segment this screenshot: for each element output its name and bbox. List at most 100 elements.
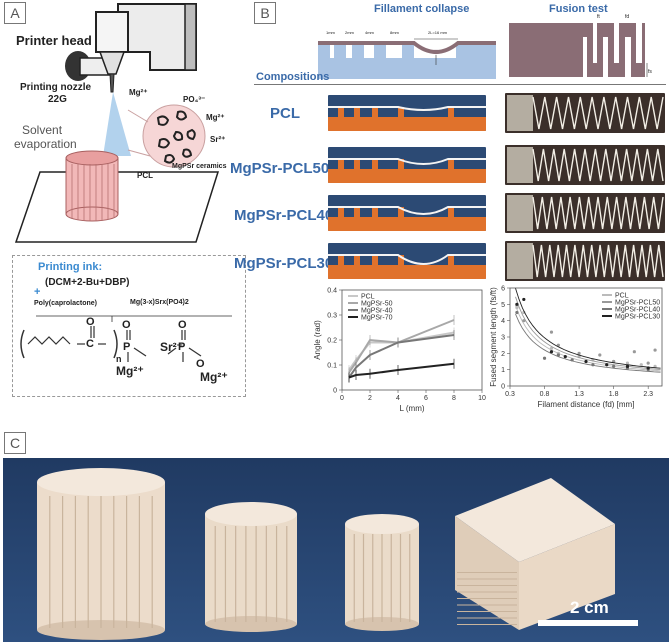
collapse-schematic	[318, 38, 496, 79]
fit-curve	[515, 305, 661, 372]
ceramics-label: MgPSr ceramics	[172, 163, 227, 170]
data-point	[577, 351, 581, 355]
fit-curve	[515, 288, 661, 369]
plot-frame	[509, 287, 663, 387]
legend-entry: MgPSr-70	[361, 315, 393, 322]
paren-right	[113, 329, 118, 359]
chem-sr: Sr²⁺	[160, 340, 184, 354]
legend-entry: MgPSr-40	[361, 308, 393, 315]
data-point	[625, 361, 630, 365]
collapse-photo	[328, 95, 486, 131]
data-point	[515, 302, 519, 306]
panel-b-tag: B	[254, 2, 276, 24]
gap-label-2: 2mm	[345, 30, 354, 35]
nozzle-label-2: 22G	[48, 94, 67, 105]
fusion-label-fd: fd	[625, 14, 630, 20]
fit-curve	[515, 313, 661, 373]
x-tick-label: 2.3	[643, 391, 653, 398]
x-tick-label: 6	[424, 395, 428, 402]
x-tick-label: 2	[368, 395, 372, 402]
data-point	[549, 330, 554, 334]
data-point	[522, 319, 526, 323]
data-point	[584, 359, 588, 364]
collapse-photo	[328, 195, 486, 231]
legend-entry: MgPSr-PCL50	[615, 300, 660, 307]
printer-illustration	[14, 3, 220, 243]
gap-label-5: 2L=16 mm	[428, 30, 448, 35]
chemical-structure	[20, 315, 232, 362]
fusion-photo	[505, 241, 665, 281]
printing-ink-box	[12, 255, 246, 397]
nozzle-label-1: Printing nozzle	[20, 82, 92, 93]
data-point	[563, 355, 567, 359]
pcl-label: PCL	[137, 171, 153, 180]
fit-curve	[515, 296, 661, 371]
fusion-photo	[505, 193, 665, 233]
polymer-name: Poly(caprolactone)	[34, 300, 98, 307]
gap-label-3: 4mm	[365, 30, 374, 35]
x-tick-label: 0	[340, 395, 344, 402]
schematic-filament	[318, 41, 496, 54]
x-tick-label: 10	[478, 395, 486, 402]
legend-entry: MgPSr-50	[361, 301, 393, 308]
data-point	[556, 353, 560, 357]
scale-bar	[538, 620, 638, 626]
data-point	[598, 353, 602, 357]
collapse-photo	[328, 243, 486, 279]
data-point	[625, 364, 630, 368]
chem-c: C	[86, 338, 94, 350]
row-label-pcl: PCL	[270, 105, 300, 122]
row-label-pcl40: MgPSr-PCL40	[234, 207, 334, 224]
legend-entry: MgPSr-PCL30	[615, 314, 660, 321]
chem-p1: P	[123, 341, 131, 353]
data-point	[542, 356, 547, 360]
scaffold-photo	[3, 458, 669, 642]
gap-label-1: 1mm	[326, 30, 335, 35]
compositions-label: Compositions	[256, 71, 330, 83]
x-tick-label: 0.3	[505, 391, 515, 398]
ink-plus: +	[34, 286, 41, 298]
data-point	[612, 364, 616, 368]
chem-mg1: Mg²⁺	[116, 364, 144, 378]
schematic-base	[318, 45, 496, 79]
y-tick-label: 3	[501, 335, 505, 342]
x-tick-label: 0.8	[540, 391, 550, 398]
legend-entry: MgPSr-PCL40	[615, 307, 660, 314]
data-point	[632, 350, 636, 354]
y-tick-label: 0	[333, 388, 337, 395]
data-point	[549, 350, 554, 354]
y-tick-label: 1	[501, 367, 505, 374]
y-tick-label: 5	[501, 302, 505, 309]
panel-a-tag: A	[4, 2, 26, 24]
data-point	[605, 363, 609, 367]
fusion-photo	[505, 93, 665, 133]
chem-o3: O	[178, 319, 187, 331]
ink-beam	[103, 92, 131, 156]
data-point	[646, 361, 650, 365]
y-tick-label: 0.1	[327, 363, 337, 370]
data-point	[639, 363, 643, 367]
chem-p2: P	[178, 341, 186, 353]
chem-mg2: Mg²⁺	[200, 370, 228, 384]
x-tick-label: 1.8	[609, 391, 619, 398]
panel-c-tag: C	[4, 432, 26, 454]
y-tick-label: 0.2	[327, 338, 337, 345]
chain-icon	[27, 336, 71, 345]
y-tick-label: 0.3	[327, 313, 337, 320]
ink-solvent: (DCM+2-Bu+DBP)	[45, 277, 130, 288]
fusion-title: Fusion test	[549, 3, 608, 15]
fusion-photo	[505, 145, 665, 185]
chem-o2: O	[122, 319, 131, 331]
y-tick-label: 4	[501, 318, 505, 325]
y-tick-label: 0	[501, 384, 505, 391]
ion-mg-label-2: Mg²⁺	[206, 113, 225, 122]
printed-scaffold-icon	[65, 157, 119, 215]
solvent-label-1: Solvent	[22, 123, 63, 137]
row-label-pcl30: MgPSr-PCL30	[234, 255, 334, 272]
x-axis-label: L (mm)	[399, 404, 424, 413]
ink-title: Printing ink:	[38, 261, 103, 273]
y-tick-label: 0.4	[327, 288, 337, 295]
